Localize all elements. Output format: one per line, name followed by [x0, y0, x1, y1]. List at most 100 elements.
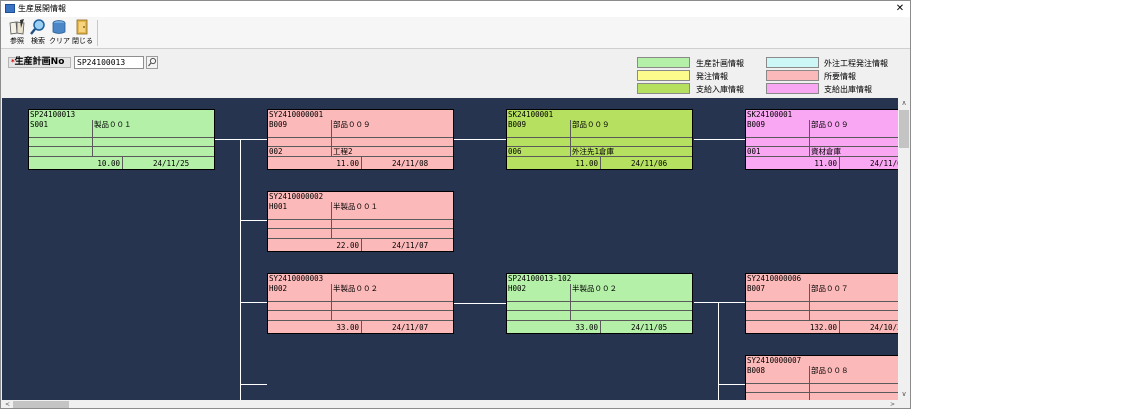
item-code: B009 [269, 120, 288, 129]
location-code: 002 [269, 147, 283, 156]
connector-line [240, 220, 267, 221]
due-date: 24/11/07 [392, 241, 429, 250]
item-name: 半製品００２ [333, 284, 378, 293]
connector-line [694, 302, 746, 303]
horizontal-scroll-thumb[interactable] [13, 401, 69, 408]
clear-icon [52, 20, 66, 34]
magnifier-icon [30, 19, 45, 35]
legend-label-requirement: 所要情報 [824, 72, 856, 81]
connector-line [454, 303, 506, 304]
node-card-plan[interactable]: SP24100013-102 H002 半製品００２ 33.00 24/11/0… [506, 273, 693, 334]
item-name: 製品００１ [94, 120, 132, 129]
item-code: H002 [269, 284, 288, 293]
scroll-up-button[interactable]: ∧ [901, 99, 907, 107]
close-window-button[interactable]: 閉じる [72, 19, 93, 47]
process-name: 外注先1倉庫 [572, 147, 615, 156]
connector-line [454, 139, 506, 140]
legend-label-order: 発注情報 [696, 72, 728, 81]
item-name: 部品００７ [811, 284, 849, 293]
scrollbar-corner [898, 400, 910, 408]
item-code: B009 [747, 120, 766, 129]
due-date: 24/11/06 [631, 159, 668, 168]
node-id: SY2410000001 [269, 110, 324, 119]
connector-line [718, 384, 746, 385]
connector-line [240, 139, 241, 400]
node-card-requirement[interactable]: SY2410000006 B007 部品００７ 132.00 24/10/31 [745, 273, 898, 334]
node-card-requirement[interactable]: SY2410000007 B008 部品００８ [745, 355, 898, 400]
node-card-supply-issue[interactable]: SK24100001 B009 部品００９ 001 資材倉庫 11.00 24/… [745, 109, 898, 170]
plan-no-label: *生産計画No [8, 57, 71, 68]
node-id: SK24100001 [508, 110, 554, 119]
connector-line [215, 139, 267, 140]
item-code: B008 [747, 366, 766, 375]
reference-button[interactable]: 参照 [7, 19, 27, 47]
item-code: H002 [508, 284, 527, 293]
node-id: SK24100001 [747, 110, 793, 119]
plan-search-button[interactable] [146, 56, 158, 69]
quantity: 10.00 [97, 159, 120, 168]
plan-no-input[interactable]: SP24100013 [74, 56, 144, 69]
close-window-label: 閉じる [72, 37, 93, 45]
vertical-scroll-thumb[interactable] [899, 110, 909, 148]
title-bar: 生産展開情報 ✕ [1, 1, 910, 17]
item-name: 部品００９ [572, 120, 610, 129]
due-date: 24/11/25 [153, 159, 190, 168]
legend-swatch-outsource [766, 57, 819, 68]
legend-label-supply-issue: 支給出庫情報 [824, 85, 872, 94]
toolbar: 参照 検索 クリア 閉じる [1, 17, 910, 49]
item-code: S001 [30, 120, 49, 129]
node-id: SY2410000006 [747, 274, 802, 283]
book-icon [9, 19, 25, 35]
quantity: 33.00 [336, 323, 359, 332]
scroll-down-button[interactable]: ∨ [901, 390, 907, 398]
quantity: 22.00 [336, 241, 359, 250]
scroll-right-button[interactable]: > [889, 401, 896, 408]
quantity: 11.00 [814, 159, 837, 168]
process-name: 工程2 [333, 147, 353, 156]
connector-line [718, 302, 719, 400]
quantity: 11.00 [336, 159, 359, 168]
legend-swatch-supply-receipt [637, 83, 690, 94]
search-button[interactable]: 検索 [28, 19, 48, 47]
legend-label-supply-receipt: 支給入庫情報 [696, 85, 744, 94]
clear-label: クリア [49, 37, 70, 45]
node-card-requirement[interactable]: SY2410000003 H002 半製品００２ 33.00 24/11/07 [267, 273, 454, 334]
quantity: 11.00 [575, 159, 598, 168]
item-name: 半製品００１ [333, 202, 378, 211]
due-date: 24/10/31 [870, 323, 898, 332]
scroll-left-button[interactable]: < [4, 401, 11, 408]
search-panel: *生産計画No SP24100013 生産計画情報 外注工程発注情報 発注情報 … [1, 49, 910, 98]
item-name: 半製品００２ [572, 284, 617, 293]
door-icon [76, 19, 88, 35]
clear-button[interactable]: クリア [49, 19, 70, 47]
app-icon [5, 4, 15, 13]
window-title: 生産展開情報 [18, 4, 66, 13]
search-label: 検索 [31, 37, 45, 45]
node-card-supply-receipt[interactable]: SK24100001 B009 部品００９ 006 外注先1倉庫 11.00 2… [506, 109, 693, 170]
reference-label: 参照 [10, 37, 24, 45]
required-marker: * [11, 58, 15, 66]
production-deployment-window: 生産展開情報 ✕ 参照 検索 クリア [0, 0, 911, 409]
node-card-plan[interactable]: SP24100013 S001 製品００１ 10.00 24/11/25 [28, 109, 215, 170]
node-id: SY2410000003 [269, 274, 324, 283]
item-name: 部品００９ [333, 120, 371, 129]
due-date: 24/11/07 [392, 323, 429, 332]
legend-swatch-supply-issue [766, 83, 819, 94]
plan-no-label-text: 生産計画No [14, 57, 65, 67]
quantity: 132.00 [809, 323, 837, 332]
location-code: 006 [508, 147, 522, 156]
item-code: H001 [269, 202, 288, 211]
vertical-scrollbar[interactable]: ∧ ∨ [898, 98, 910, 400]
legend-label-plan: 生産計画情報 [696, 59, 744, 68]
node-id: SP24100013-102 [508, 274, 572, 283]
legend-swatch-order [637, 70, 690, 81]
horizontal-scrollbar[interactable]: < > [2, 400, 898, 408]
close-button[interactable]: ✕ [895, 3, 905, 14]
due-date: 24/11/05 [631, 323, 668, 332]
legend-swatch-requirement [766, 70, 819, 81]
item-code: B007 [747, 284, 766, 293]
item-name: 部品００９ [811, 120, 849, 129]
node-card-requirement[interactable]: SY2410000001 B009 部品００９ 002 工程2 11.00 24… [267, 109, 454, 170]
node-card-requirement[interactable]: SY2410000002 H001 半製品００１ 22.00 24/11/07 [267, 191, 454, 252]
small-search-icon [148, 57, 157, 67]
